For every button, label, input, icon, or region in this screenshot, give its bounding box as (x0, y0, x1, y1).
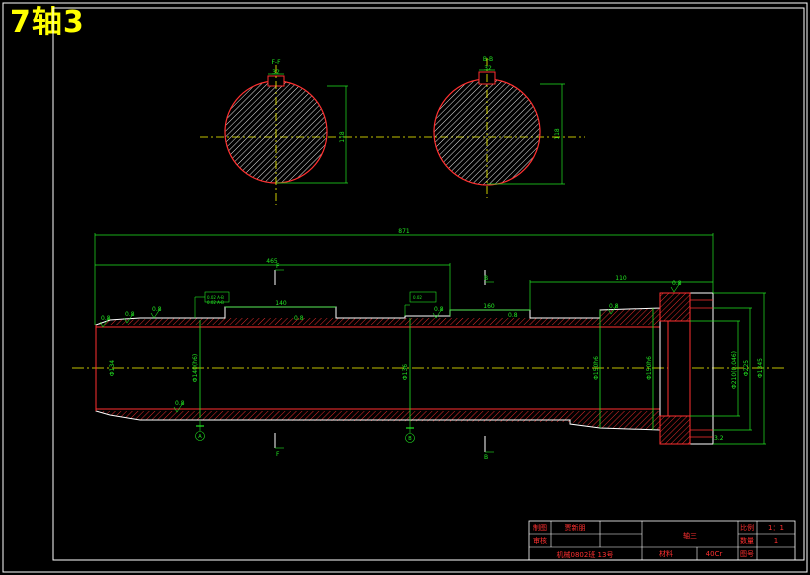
dia-label-1: Φ134 (109, 360, 116, 376)
roughness-4: 0.8 (294, 315, 304, 322)
tb-material-label: 材料 (659, 549, 673, 558)
datum-b: B (408, 436, 412, 442)
cut-markers: F F B B (274, 263, 494, 461)
cut-b-top: B (484, 275, 488, 282)
tol-frame-2-text: 0.02 A-B (207, 300, 224, 305)
section-left: F-F 32 118 (224, 59, 348, 205)
tol-frame-1 (204, 291, 230, 303)
dim-140: 140 (275, 300, 287, 307)
dia-label-5: Φ150h6 (646, 356, 653, 380)
roughness-5: 0.8 (434, 306, 444, 313)
section-left-key-dim: 32 (272, 69, 280, 76)
roughness-6: 0.8 (508, 312, 518, 319)
roughness-7: 0.8 (609, 303, 619, 310)
dim-465: 465 (266, 258, 278, 265)
dim-160: 160 (483, 303, 495, 310)
dia-label-6: Φ210(0.046) (731, 351, 738, 389)
tb-designer-name: 贾新朋 (565, 523, 586, 532)
right-diameter-dims (690, 292, 766, 445)
roughness-9: 0.8 (672, 280, 682, 287)
dia-label-7: Φ225 (743, 360, 750, 376)
tb-designer-label: 制图 (533, 523, 547, 532)
section-right: B-B 32 118 (433, 56, 565, 198)
section-right-label: B-B (483, 56, 493, 63)
tol-frame-3 (409, 291, 437, 303)
tb-material-value: 40Cr (706, 550, 723, 558)
cut-f-bottom: F (276, 451, 280, 458)
roughness-10: 3.2 (714, 435, 724, 442)
datum-a: A (198, 434, 202, 440)
tolerance-frames: 0.02 A-B 0.02 A-B 0.02 (194, 291, 437, 318)
section-right-key-dim: 32 (484, 65, 492, 72)
tb-checker-label: 审核 (533, 536, 547, 545)
roughness-2: 0.8 (125, 311, 135, 318)
section-left-height-dim: 118 (339, 131, 346, 143)
tb-drawing-no-label: 图号 (740, 550, 754, 558)
roughness-8: 0.8 (175, 400, 185, 407)
tb-class-info: 机械0802班 13号 (557, 550, 614, 559)
roughness-symbols: 0.8 0.8 0.8 0.8 0.8 0.8 0.8 0.8 0.8 3.2 (99, 280, 724, 442)
tol-frame-3-text: 0.02 (413, 295, 422, 300)
section-left-label: F-F (271, 59, 281, 66)
dim-110: 110 (615, 275, 627, 282)
shaft-bore (667, 320, 691, 417)
roughness-1: 0.8 (101, 315, 111, 322)
tb-scale-label: 比例 (740, 523, 754, 532)
dia-label-3: Φ136 (402, 364, 409, 380)
cut-f-top: F (276, 263, 280, 270)
tb-qty-value: 1 (774, 537, 778, 545)
dim-overall: 871 (398, 228, 410, 235)
tol-frame-1-text: 0.02 A-B (207, 295, 224, 300)
inner-border (52, 7, 805, 561)
length-dimensions: 871 465 140 160 110 (94, 228, 714, 325)
shaft-body (95, 292, 714, 445)
tb-qty-label: 数量 (740, 536, 754, 545)
datum-a-circle (195, 431, 205, 441)
dia-label-2: Φ140(h6) (192, 354, 199, 382)
title-block: 制图 贾新朋 审核 轴三 比例 1：1 数量 1 机械0802班 13号 材料 … (528, 520, 796, 561)
datum-b-circle (405, 433, 415, 443)
dia-label-4: Φ150h6 (593, 356, 600, 380)
tb-scale-value: 1：1 (768, 524, 784, 532)
cut-b-bottom: B (484, 454, 488, 461)
section-right-height-dim: 118 (554, 128, 561, 140)
page-title: 7轴3 (10, 5, 85, 40)
datum-markers: A B (195, 420, 415, 443)
roughness-3: 0.8 (152, 306, 162, 313)
tb-part-name: 轴三 (683, 531, 697, 540)
dia-label-8: Φ1345 (757, 358, 764, 378)
